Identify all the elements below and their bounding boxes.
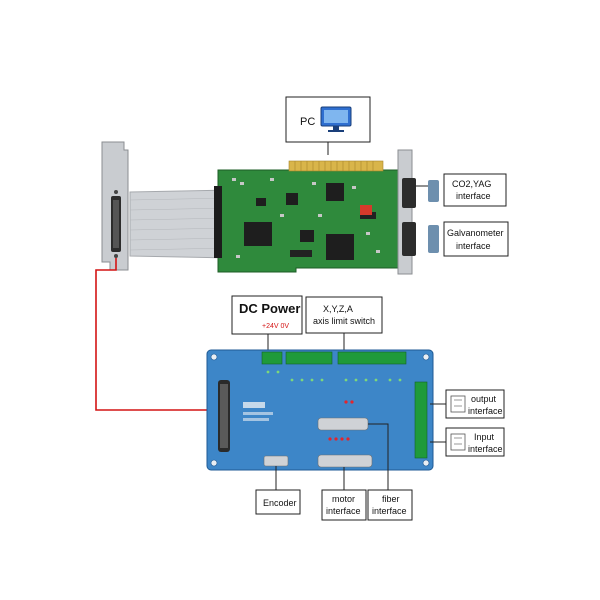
encoder-label: Encoder xyxy=(263,498,297,508)
input-label-line2: interface xyxy=(468,444,503,454)
encoder-box: Encoder xyxy=(255,489,301,515)
galvo-label-line2: interface xyxy=(456,241,491,251)
switch-icon xyxy=(450,433,466,451)
monitor-icon xyxy=(320,106,352,132)
axis-limit-switch-box: X,Y,Z,A axis limit switch xyxy=(305,296,383,334)
galvanometer-interface-box: Galvanometer interface xyxy=(428,221,509,257)
fiber-label-line1: fiber xyxy=(382,494,400,504)
galvo-label-line1: Galvanometer xyxy=(447,228,504,238)
fiber-interface-box: fiber interface xyxy=(367,489,413,521)
output-label-line2: interface xyxy=(468,406,503,416)
input-interface-box: Input interface xyxy=(445,427,505,457)
output-interface-box: output interface xyxy=(445,389,505,419)
dc-power-label: DC Power xyxy=(239,301,300,316)
dc-power-box: DC Power +24V 0V xyxy=(231,295,303,335)
co2-yag-interface-box: CO2,YAG interface xyxy=(428,173,507,207)
limit-label-line1: X,Y,Z,A xyxy=(323,304,353,314)
relay-icon xyxy=(450,395,466,413)
co2-label-line2: interface xyxy=(456,191,491,201)
fiber-label-line2: interface xyxy=(372,506,407,516)
pc-label: PC xyxy=(300,116,315,128)
breakout-board xyxy=(206,349,434,471)
motor-label-line1: motor xyxy=(332,494,355,504)
motor-interface-box: motor interface xyxy=(321,489,367,521)
output-label-line1: output xyxy=(471,394,497,404)
pc-box: PC xyxy=(285,96,371,143)
pci-card xyxy=(214,149,416,275)
dc-voltage-label: +24V 0V xyxy=(262,323,289,330)
co2-label-line1: CO2,YAG xyxy=(452,179,491,189)
left-bracket xyxy=(101,141,129,271)
limit-label-line2: axis limit switch xyxy=(313,316,375,326)
red-signal-cable xyxy=(95,258,218,411)
motor-label-line2: interface xyxy=(326,506,361,516)
input-label-line1: Input xyxy=(474,432,495,442)
